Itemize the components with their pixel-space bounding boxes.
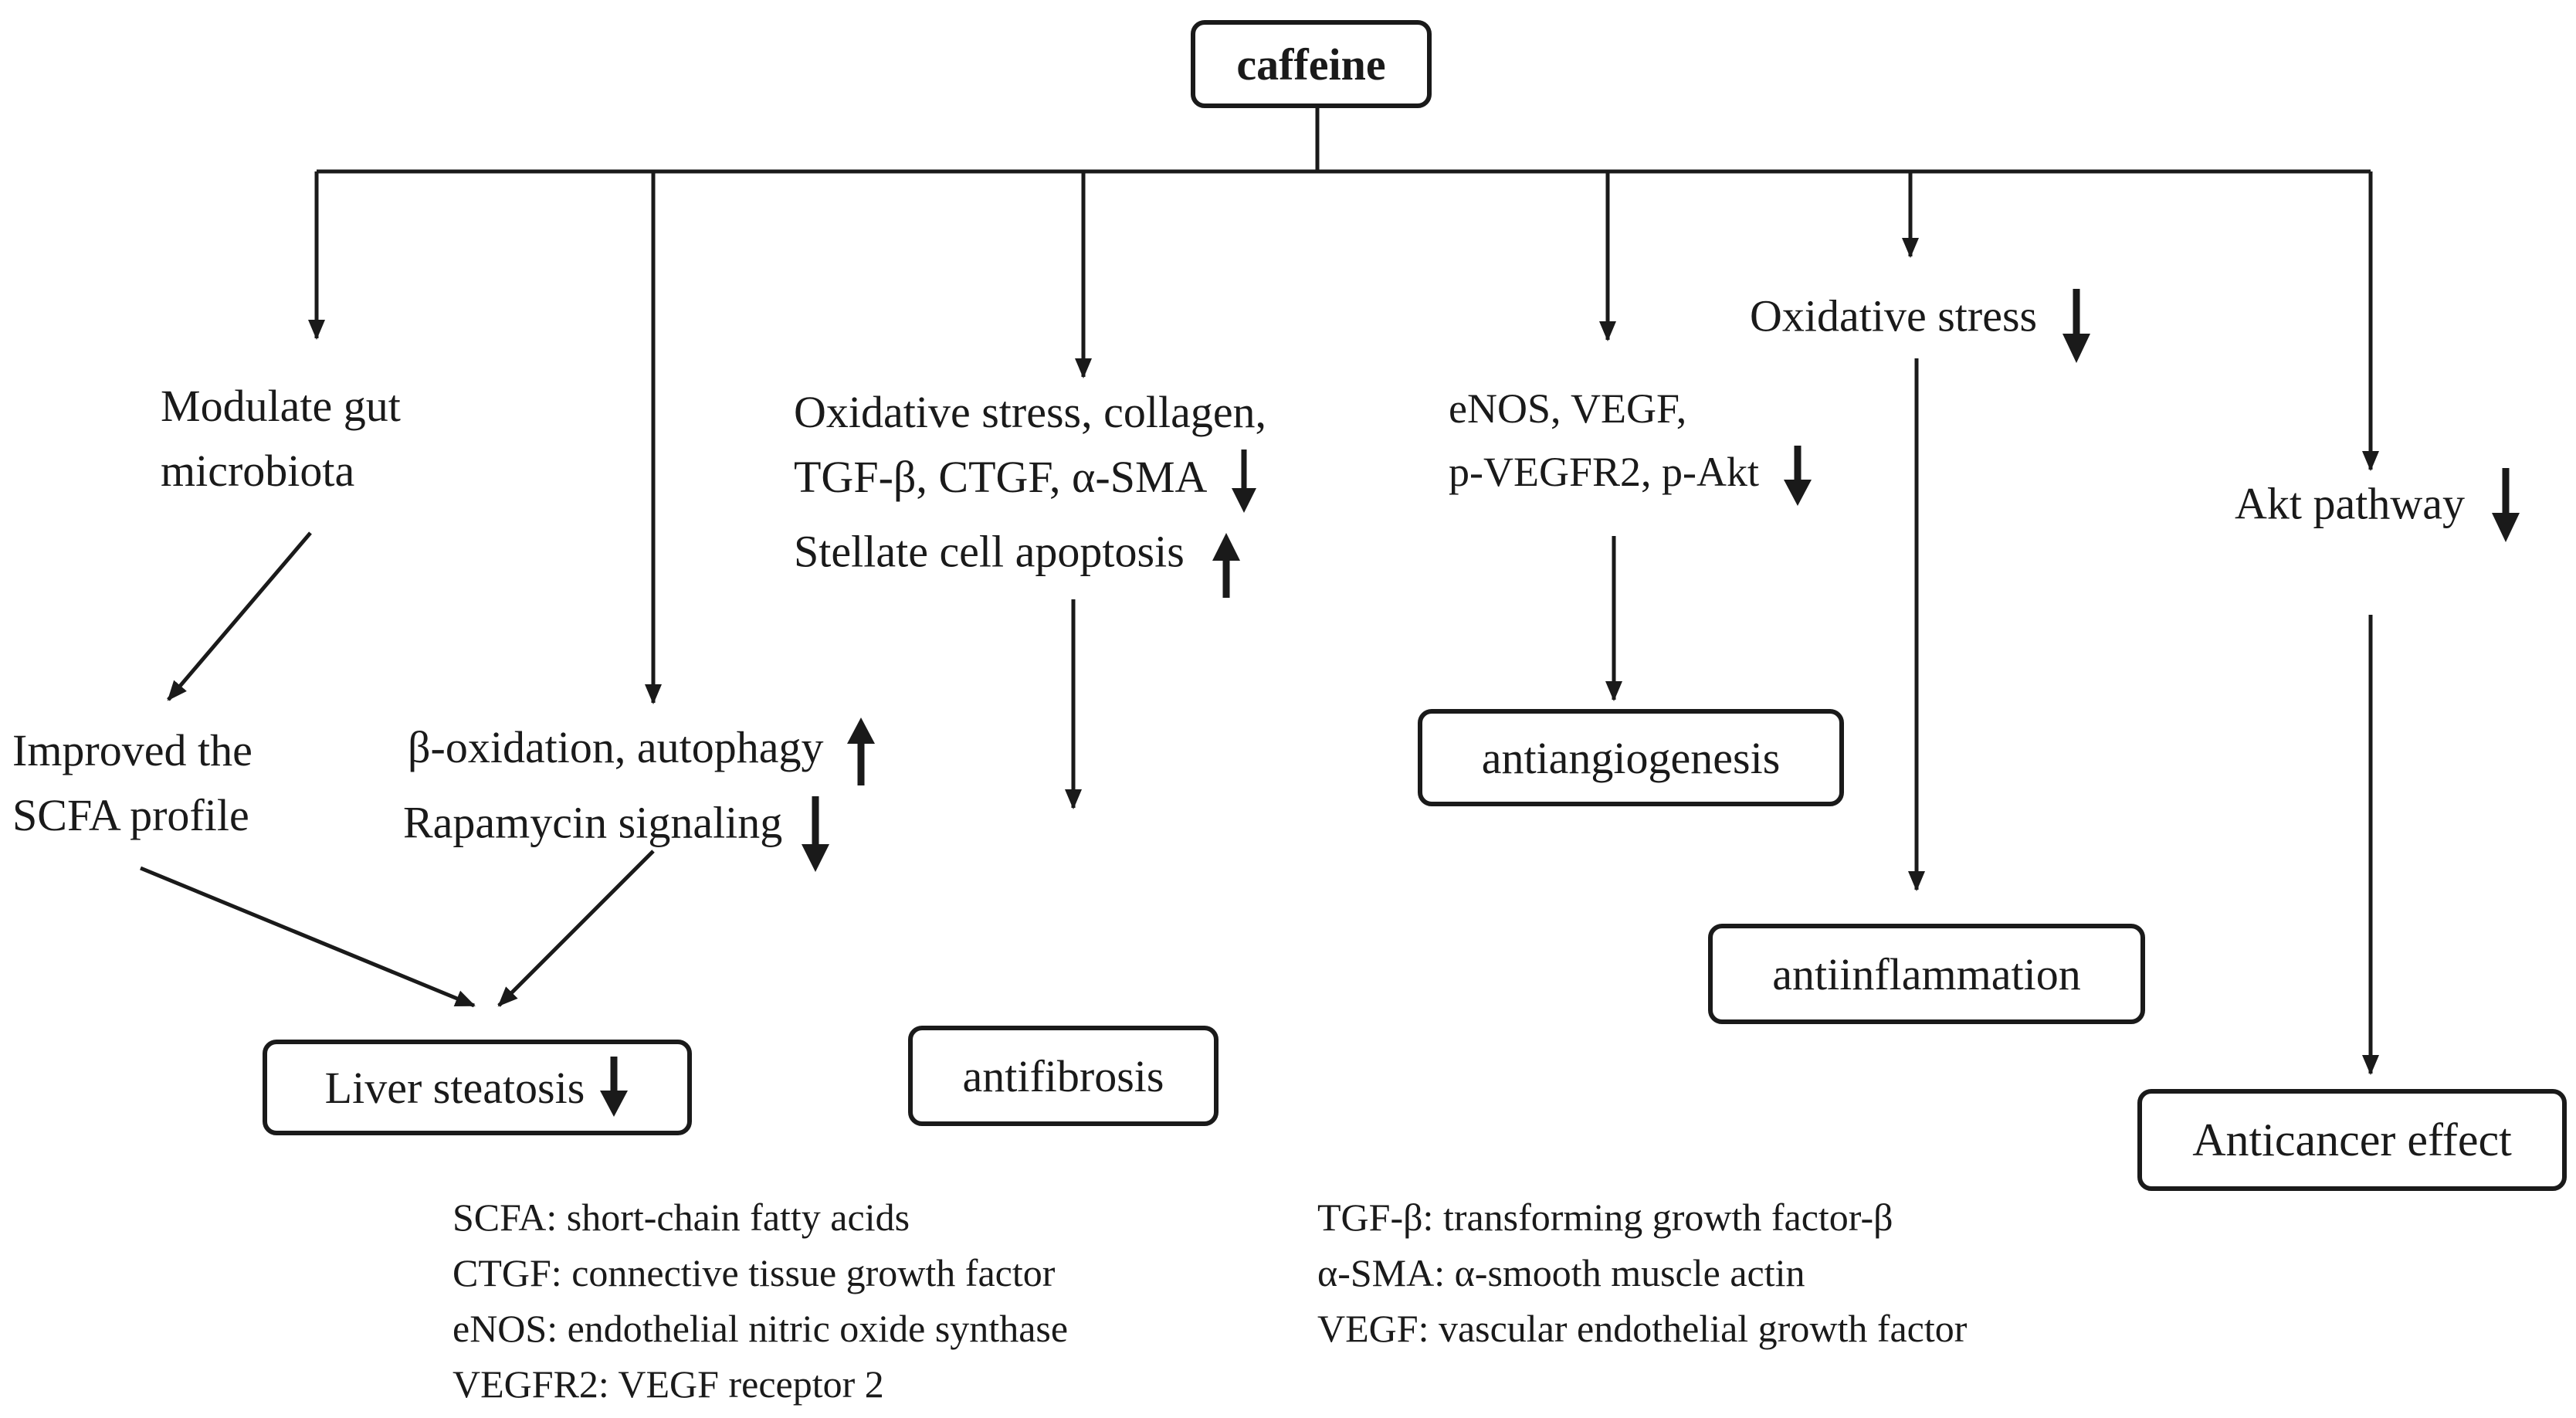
enos-line-2: p-VEGFR2, p-Akt — [1449, 449, 1759, 495]
anticancer-node: Anticancer effect — [2137, 1089, 2567, 1191]
antiinflammation-label: antiinflammation — [1772, 948, 2081, 999]
arrow-beta-steatosis — [497, 850, 655, 1007]
gut-line-1: Modulate gut — [161, 381, 401, 431]
up-arrow-icon — [1212, 532, 1241, 598]
caffeine-label: caffeine — [1236, 39, 1386, 90]
abbreviation-legend-right: TGF-β: transforming growth factor-β α-SM… — [1317, 1189, 1967, 1356]
antifibrosis-label: antifibrosis — [962, 1050, 1164, 1101]
caffeine-node: caffeine — [1191, 20, 1432, 108]
legend-item: VEGF: vascular endothelial growth factor — [1317, 1307, 1968, 1350]
down-arrow-icon — [1783, 445, 1812, 506]
abbreviation-legend-left: SCFA: short-chain fatty acids CTGF: conn… — [452, 1189, 1068, 1412]
steatosis-label: Liver steatosis — [324, 1062, 585, 1113]
arrow-gut-scfa — [167, 531, 312, 701]
scfa-node: Improved the SCFA profile — [12, 718, 253, 848]
antifibrosis-node: antifibrosis — [908, 1026, 1219, 1126]
angiogenesis-markers-node: eNOS, VEGF, p-VEGFR2, p-Akt — [1449, 377, 1813, 507]
antiangiogenesis-label: antiangiogenesis — [1481, 732, 1781, 783]
up-arrow-icon — [847, 717, 876, 785]
anticancer-label: Anticancer effect — [2192, 1114, 2512, 1165]
legend-item: α-SMA: α-smooth muscle actin — [1317, 1251, 1805, 1294]
legend-item: SCFA: short-chain fatty acids — [452, 1196, 910, 1239]
down-arrow-icon — [2491, 468, 2520, 542]
down-arrow-icon — [1231, 449, 1256, 513]
enos-line-1: eNOS, VEGF, — [1449, 385, 1687, 432]
down-arrow-icon — [801, 796, 829, 872]
liver-steatosis-node: Liver steatosis — [263, 1040, 692, 1135]
antiinflammation-node: antiinflammation — [1708, 924, 2145, 1024]
scfa-line-1: Improved the — [12, 725, 253, 775]
akt-pathway-node: Akt pathway — [2235, 468, 2521, 545]
fibrosis-markers-node: Oxidative stress, collagen, TGF-β, CTGF,… — [794, 380, 1266, 598]
beta-oxidation-node: β-oxidation, autophagy Rapamycin signali… — [403, 715, 876, 874]
oxidative-stress-node: Oxidative stress — [1750, 275, 2092, 366]
ox-line-2: TGF-β, CTGF, α-SMA — [794, 452, 1205, 502]
legend-item: VEGFR2: VEGF receptor 2 — [452, 1362, 884, 1406]
down-arrow-icon — [2062, 289, 2090, 363]
ox-line-3: Stellate cell apoptosis — [794, 526, 1185, 576]
oxstress-label: Oxidative stress — [1750, 290, 2038, 341]
down-arrow-icon — [600, 1057, 629, 1117]
beta-line-2: Rapamycin signaling — [403, 797, 783, 847]
gut-microbiota-node: Modulate gut microbiota — [161, 374, 401, 504]
antiangiogenesis-node: antiangiogenesis — [1418, 709, 1844, 806]
legend-item: CTGF: connective tissue growth factor — [452, 1251, 1056, 1294]
akt-label: Akt pathway — [2235, 478, 2465, 529]
legend-item: TGF-β: transforming growth factor-β — [1317, 1196, 1893, 1239]
gut-line-2: microbiota — [161, 446, 355, 496]
scfa-line-2: SCFA profile — [12, 790, 249, 840]
legend-item: eNOS: endothelial nitric oxide synthase — [452, 1307, 1069, 1350]
beta-line-1: β-oxidation, autophagy — [408, 722, 824, 772]
ox-line-1: Oxidative stress, collagen, — [794, 387, 1267, 437]
arrow-scfa-steatosis — [140, 866, 476, 1008]
